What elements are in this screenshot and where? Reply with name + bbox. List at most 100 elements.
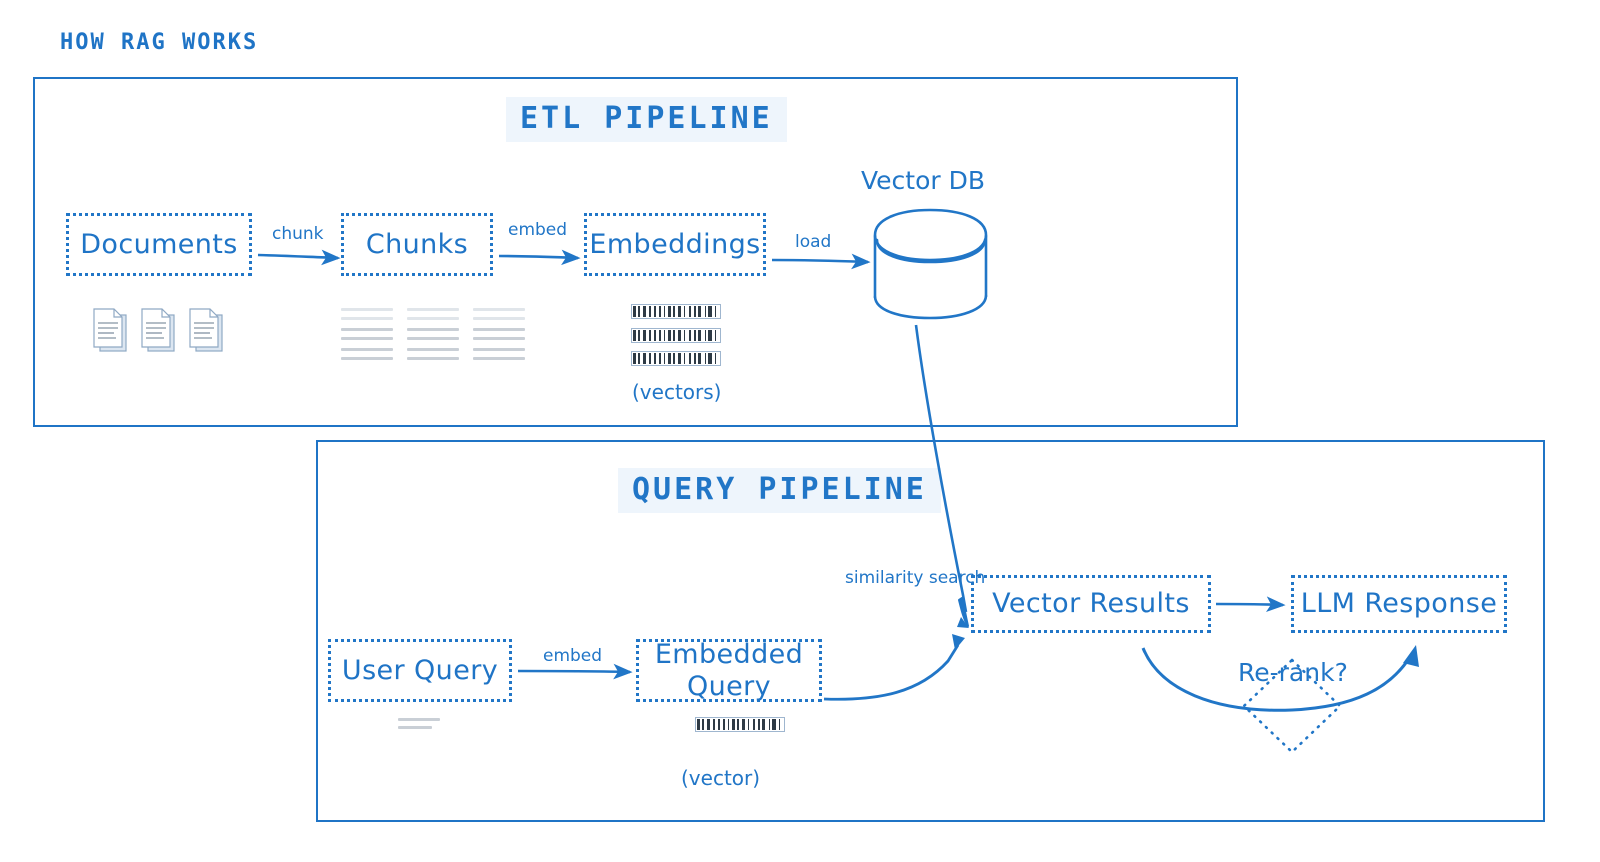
node-llm-response-label: LLM Response <box>1300 588 1498 620</box>
vector-bar <box>708 353 712 364</box>
node-embedded-query[interactable]: Embedded Query <box>636 639 822 702</box>
vector-bars-icon-1 <box>631 304 721 319</box>
query-pipeline-header: QUERY PIPELINE <box>618 468 941 513</box>
etl-pipeline-header: ETL PIPELINE <box>506 97 787 142</box>
vector-bar <box>667 306 671 317</box>
vector-bar <box>714 353 717 364</box>
vector-bar <box>647 306 648 317</box>
vector-bar <box>761 719 762 730</box>
vector-bar <box>692 306 693 317</box>
vector-bar <box>757 719 760 730</box>
vectors-caption: (vectors) <box>632 380 722 404</box>
vector-bar <box>657 330 658 341</box>
vector-bar <box>704 353 706 364</box>
vector-bar <box>664 330 666 341</box>
vector-bar <box>653 306 657 317</box>
vector-bar <box>664 353 666 364</box>
node-embeddings-label: Embeddings <box>589 228 761 260</box>
vector-bar <box>708 306 712 317</box>
vector-bar <box>713 719 715 730</box>
vector-bar <box>633 306 636 317</box>
vector-bar <box>657 353 658 364</box>
vector-bar <box>717 719 721 730</box>
node-user-query[interactable]: User Query <box>328 639 512 702</box>
vector-bar <box>666 330 667 341</box>
node-llm-response[interactable]: LLM Response <box>1291 575 1507 633</box>
vector-bar <box>676 306 677 317</box>
vector-bar <box>688 330 692 341</box>
document-stack-icon-group <box>88 303 238 361</box>
vector-bar <box>698 306 701 317</box>
vector-bar <box>647 353 648 364</box>
vector-bar <box>717 330 718 341</box>
vector-bar <box>706 306 707 317</box>
vector-bar <box>638 330 641 341</box>
edge-label-embed-query: embed <box>543 646 603 666</box>
vector-bar <box>692 330 693 341</box>
vector-bar <box>684 353 685 364</box>
edge-label-embed-etl: embed <box>508 220 568 240</box>
vector-bar <box>708 330 712 341</box>
vector-bar <box>642 353 647 364</box>
vector-bar <box>641 353 642 364</box>
vector-bar <box>752 719 756 730</box>
vector-bar <box>657 306 658 317</box>
vector-bar <box>697 306 698 317</box>
vector-bar <box>726 719 728 730</box>
vector-bar <box>713 330 714 341</box>
edge-label-load: load <box>795 232 832 252</box>
node-vector-results[interactable]: Vector Results <box>971 575 1211 633</box>
vector-bar <box>722 719 725 730</box>
vector-bar <box>682 330 683 341</box>
vector-bar <box>706 353 707 364</box>
vector-bar <box>746 719 747 730</box>
vector-bar <box>730 719 731 730</box>
vector-bar <box>766 719 768 730</box>
vector-bar <box>667 330 671 341</box>
vector-bar <box>772 719 776 730</box>
vector-bar <box>762 719 765 730</box>
vector-bar <box>642 306 647 317</box>
vector-bar <box>652 306 653 317</box>
vector-bar <box>672 330 673 341</box>
vector-bar <box>638 306 641 317</box>
vector-bar <box>684 306 685 317</box>
vector-bar <box>702 353 704 364</box>
vector-bar <box>662 353 664 364</box>
vector-bar <box>649 306 651 317</box>
vector-bar <box>688 306 692 317</box>
chunk-lines-group-1 <box>341 308 393 366</box>
vector-bar <box>768 719 770 730</box>
vector-bar <box>737 719 740 730</box>
vector-bar <box>676 353 677 364</box>
node-vector-results-label: Vector Results <box>992 588 1190 620</box>
node-chunks[interactable]: Chunks <box>341 213 493 276</box>
vector-bar <box>658 330 661 341</box>
vector-bar <box>693 330 696 341</box>
vector-bar <box>713 306 714 317</box>
vector-bar <box>714 306 717 317</box>
vector-bar <box>705 719 706 730</box>
vector-bar <box>748 719 749 730</box>
vector-bar <box>686 306 688 317</box>
node-embeddings[interactable]: Embeddings <box>584 213 766 276</box>
vector-bar <box>673 353 676 364</box>
vector-bar <box>652 330 653 341</box>
vector-bar <box>672 306 673 317</box>
vector-bar <box>686 353 688 364</box>
node-documents[interactable]: Documents <box>66 213 252 276</box>
vector-bar <box>697 353 698 364</box>
node-user-query-label: User Query <box>341 654 499 686</box>
vector-bar <box>677 330 682 341</box>
edge-label-similarity-search: similarity search <box>845 568 986 588</box>
node-embedded-query-label: Embedded Query <box>654 639 804 702</box>
vector-bar <box>662 306 664 317</box>
vector-bars-icon-2 <box>631 328 721 343</box>
vector-bar <box>637 306 638 317</box>
vector-bar <box>637 330 638 341</box>
vector-bar <box>677 306 682 317</box>
vector-bar <box>662 330 664 341</box>
vector-bar <box>647 330 648 341</box>
vector-bar <box>756 719 757 730</box>
vector-bar <box>642 330 647 341</box>
